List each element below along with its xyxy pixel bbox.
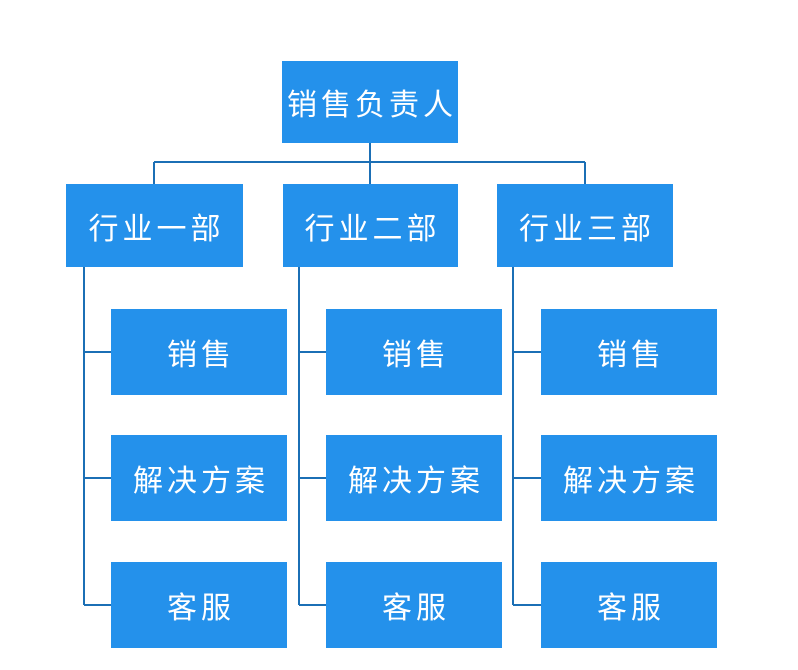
node-department-1[interactable]: 行业一部: [66, 184, 243, 267]
node-dept1-sales[interactable]: 销售: [111, 309, 287, 395]
node-label: 销售: [382, 339, 450, 372]
node-label: 行业一部: [88, 212, 225, 246]
node-label: 客服: [382, 592, 450, 625]
node-dept1-solutions[interactable]: 解决方案: [111, 435, 287, 521]
department1-children-connector: [83, 267, 111, 606]
node-dept2-customer-service[interactable]: 客服: [326, 562, 502, 648]
node-dept2-solutions[interactable]: 解决方案: [326, 435, 502, 521]
node-dept3-customer-service[interactable]: 客服: [541, 562, 717, 648]
node-label: 销售负责人: [287, 89, 457, 122]
node-label: 解决方案: [348, 465, 484, 498]
node-label: 行业二部: [304, 212, 441, 246]
node-dept1-customer-service[interactable]: 客服: [111, 562, 287, 648]
node-label: 客服: [597, 592, 665, 625]
node-department-2[interactable]: 行业二部: [283, 184, 458, 267]
node-label: 行业三部: [519, 212, 655, 246]
root-to-departments-connector: [153, 143, 586, 184]
department3-children-connector: [512, 267, 541, 606]
department2-children-connector: [298, 267, 326, 606]
node-dept3-solutions[interactable]: 解决方案: [541, 435, 717, 521]
node-dept3-sales[interactable]: 销售: [541, 309, 717, 395]
node-label: 销售: [597, 339, 665, 372]
node-sales-head[interactable]: 销售负责人: [282, 61, 458, 143]
node-label: 解决方案: [563, 465, 699, 498]
node-label: 销售: [167, 339, 235, 372]
node-department-3[interactable]: 行业三部: [497, 184, 673, 267]
node-label: 客服: [167, 592, 235, 625]
node-dept2-sales[interactable]: 销售: [326, 309, 502, 395]
node-label: 解决方案: [133, 465, 269, 498]
